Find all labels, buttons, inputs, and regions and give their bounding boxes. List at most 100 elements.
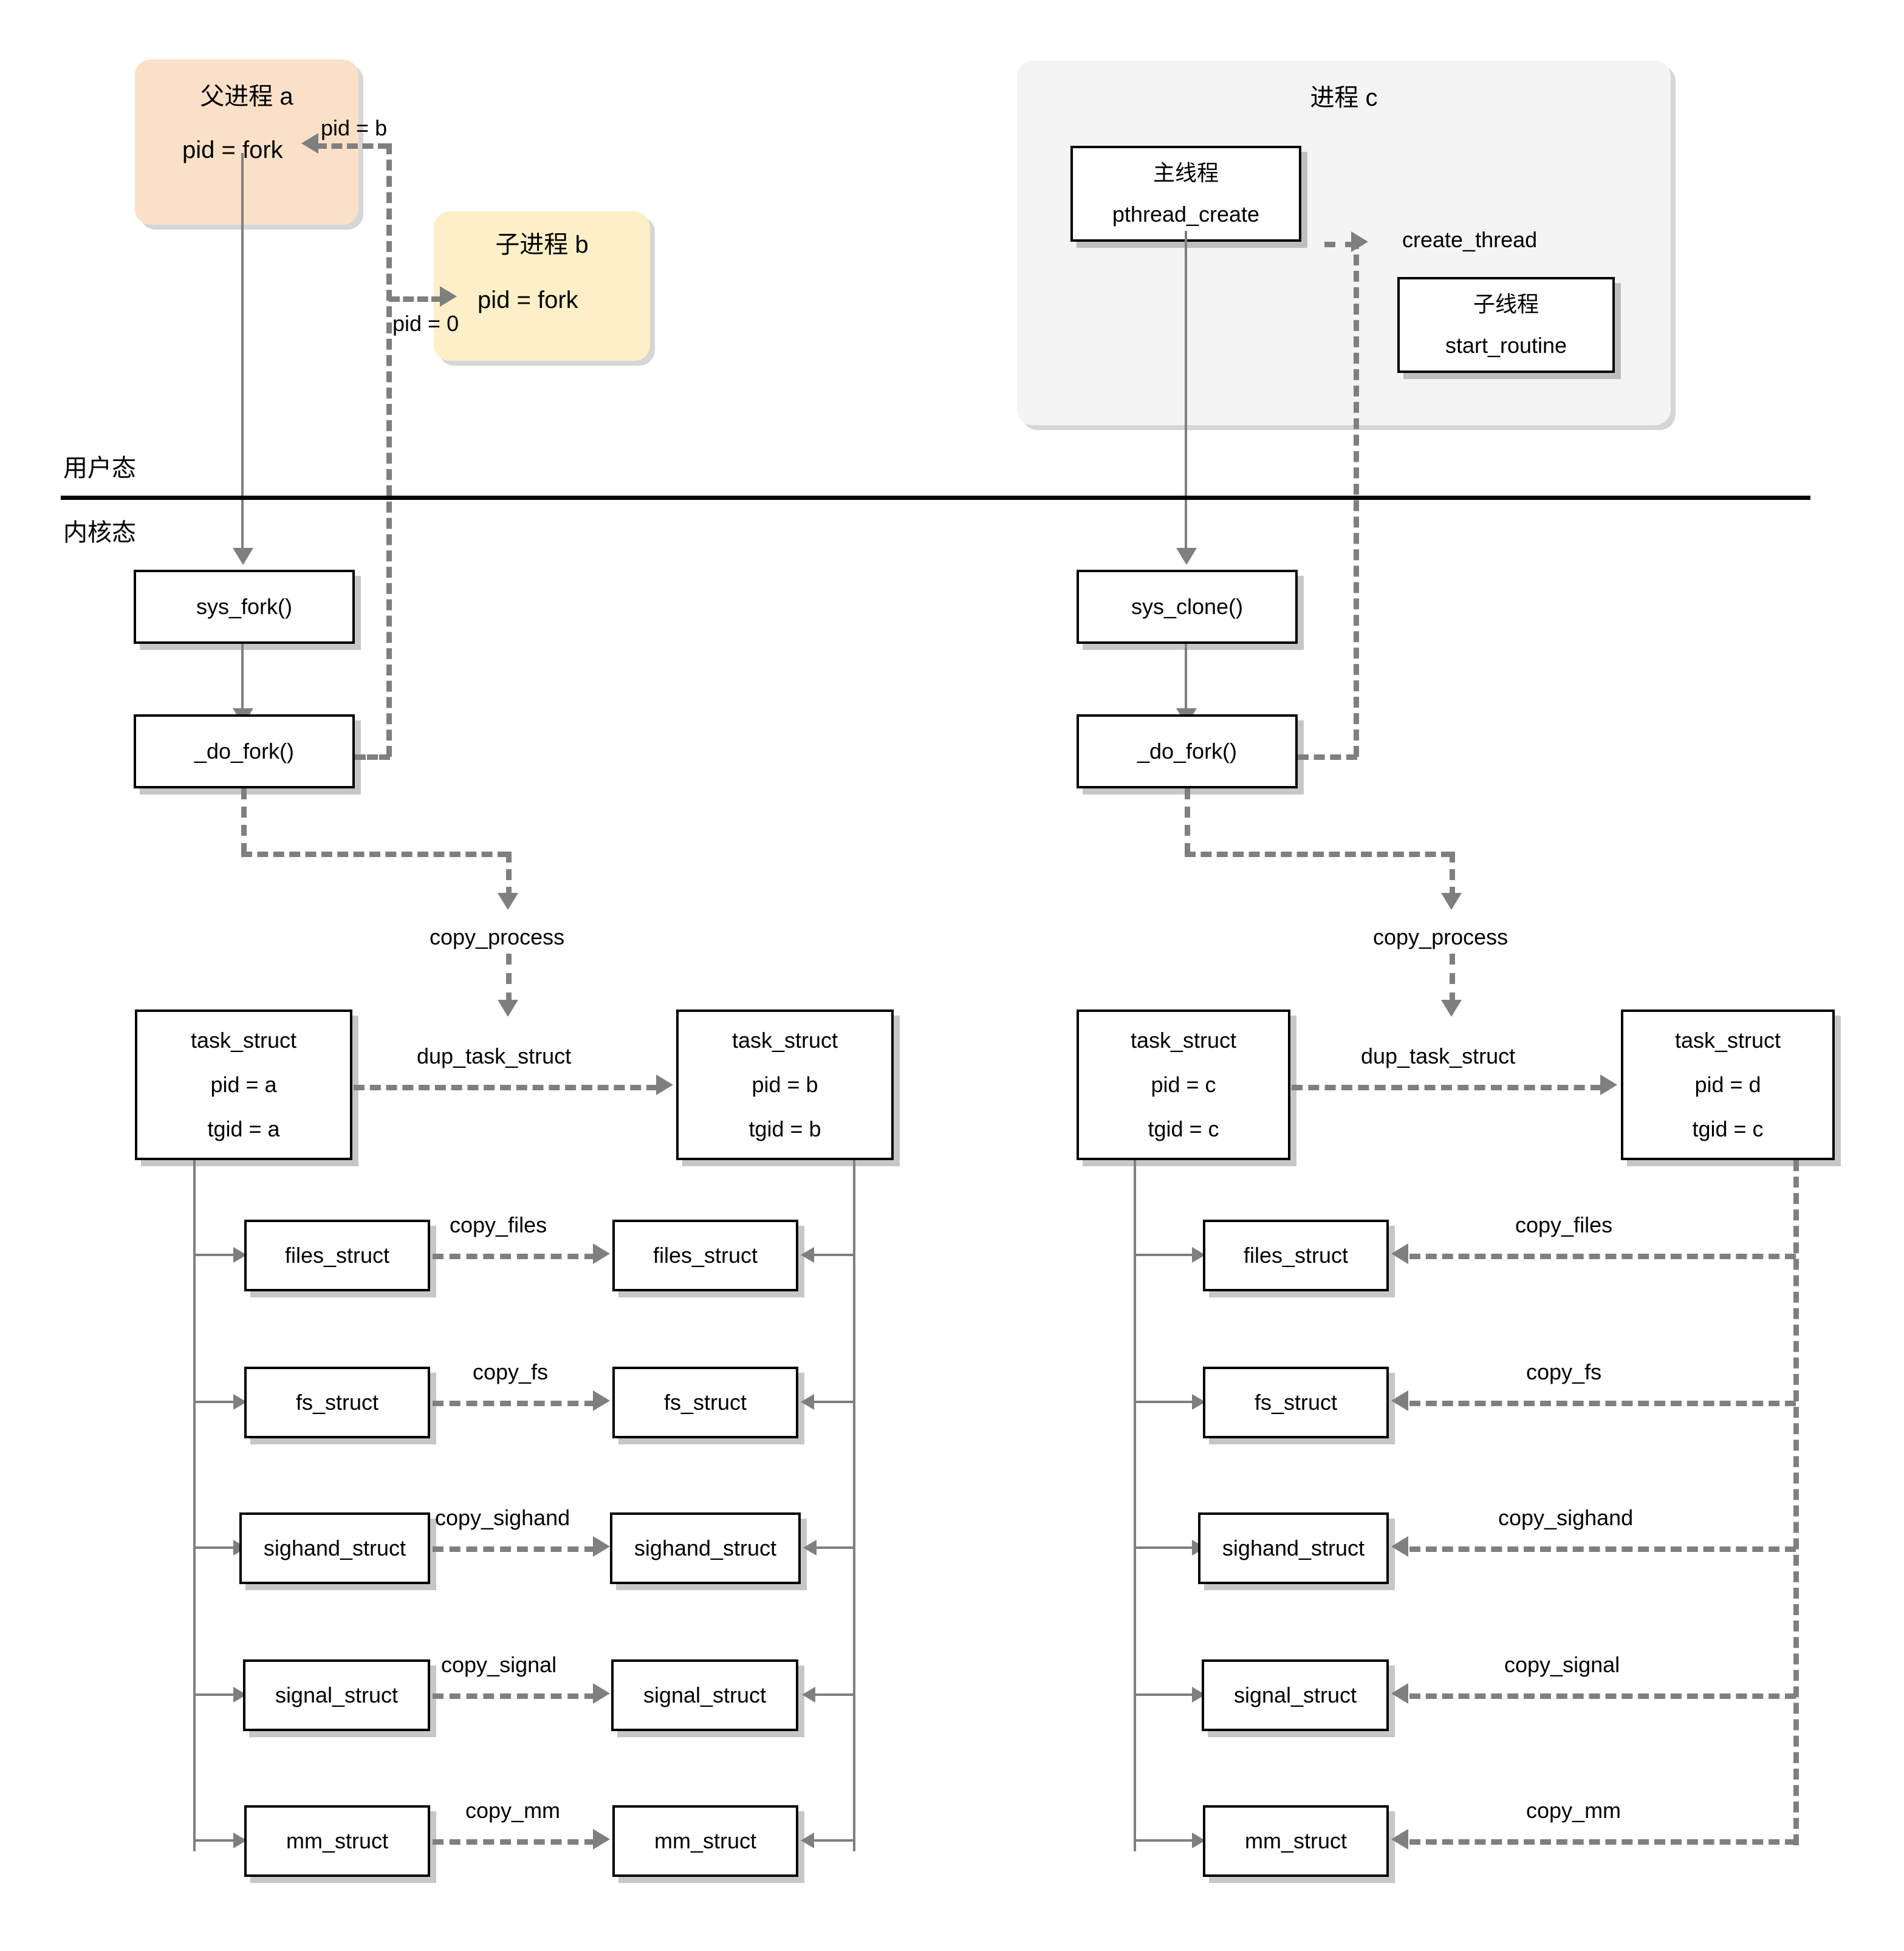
spine-to-struct-arrowhead bbox=[1192, 1394, 1205, 1410]
struct-left-signal_struct: signal_struct bbox=[243, 1659, 430, 1731]
spine-to-struct-line bbox=[193, 1839, 236, 1842]
user-mode-label: 用户态 bbox=[63, 455, 136, 482]
copy-process-arrowhead-right bbox=[1441, 893, 1462, 910]
task-struct-thread-d: task_struct pid = d tgid = c bbox=[1621, 1010, 1835, 1160]
copy-arrowhead-left-fs_struct bbox=[593, 1390, 610, 1411]
struct-left-signal_struct-label: signal_struct bbox=[275, 1682, 399, 1707]
copy-label-left-fs_struct: copy_fs bbox=[473, 1359, 549, 1384]
task-struct-process-c-name: task_struct bbox=[1130, 1027, 1237, 1053]
child-spine-to-struct-line bbox=[817, 1546, 854, 1549]
copy-process-arrowhead-left bbox=[498, 893, 518, 910]
sys-clone-node: sys_clone() bbox=[1077, 570, 1298, 644]
child-spine-to-struct-line bbox=[815, 1693, 854, 1696]
do-fork-return-stub-left bbox=[355, 754, 390, 760]
struct-left-files_struct: files_struct bbox=[244, 1220, 430, 1291]
copy-arrowhead-left-sighand_struct bbox=[593, 1536, 610, 1557]
copy-process-run-left bbox=[241, 852, 509, 857]
copy-process-run-right bbox=[1185, 852, 1452, 857]
child-thread-node: 子线程 start_routine bbox=[1397, 277, 1615, 373]
child-spine-to-struct-arrowhead bbox=[801, 1247, 814, 1263]
parent-process-a-body: pid = fork bbox=[182, 137, 283, 163]
struct-right-col-files_struct-label: files_struct bbox=[1243, 1242, 1349, 1268]
user-kernel-separator bbox=[61, 496, 1810, 500]
copy-label-right-fs_struct: copy_fs bbox=[1526, 1359, 1602, 1384]
copy-process-tail-arrowhead-left bbox=[498, 1000, 518, 1017]
task-d-spine-right bbox=[1793, 1160, 1799, 1845]
struct-right-col-mm_struct-label: mm_struct bbox=[1244, 1828, 1347, 1853]
create-thread-line bbox=[1324, 242, 1356, 247]
spine-to-struct-line bbox=[1134, 1401, 1194, 1403]
copy-process-drop-right bbox=[1185, 788, 1190, 854]
dup-task-struct-line-left bbox=[354, 1085, 657, 1090]
pid-equals-0-label: pid = 0 bbox=[392, 311, 459, 336]
create-thread-arrowhead bbox=[1351, 231, 1368, 252]
task-struct-child-b-tgid: tgid = b bbox=[748, 1116, 821, 1141]
struct-right-fs_struct-label: fs_struct bbox=[663, 1389, 747, 1415]
fork-return-trunk bbox=[386, 143, 392, 757]
copy-arrowhead-right-signal_struct bbox=[1391, 1683, 1408, 1704]
struct-right-col-mm_struct: mm_struct bbox=[1203, 1805, 1389, 1877]
struct-right-sighand_struct-label: sighand_struct bbox=[634, 1535, 777, 1560]
copy-arrowhead-left-signal_struct bbox=[593, 1683, 610, 1704]
do-fork-label-left: _do_fork() bbox=[194, 738, 295, 764]
parent-lifeline-arrowhead bbox=[233, 548, 253, 565]
copy-line-right-mm_struct bbox=[1409, 1839, 1796, 1845]
process-c-title: 进程 c bbox=[1310, 84, 1378, 111]
fork-return-parent-arrowhead bbox=[301, 133, 318, 154]
copy-line-left-signal_struct bbox=[433, 1693, 595, 1699]
copy-arrowhead-right-fs_struct bbox=[1391, 1390, 1408, 1411]
struct-left-mm_struct-label: mm_struct bbox=[286, 1828, 388, 1853]
task-struct-process-c: task_struct pid = c tgid = c bbox=[1077, 1010, 1290, 1160]
kernel-mode-label: 内核态 bbox=[63, 519, 136, 546]
fork-return-parent-line bbox=[316, 143, 389, 149]
copy-line-right-fs_struct bbox=[1409, 1401, 1796, 1406]
struct-right-col-signal_struct: signal_struct bbox=[1202, 1659, 1389, 1731]
copy-line-right-sighand_struct bbox=[1409, 1546, 1796, 1552]
spine-to-struct-arrowhead bbox=[233, 1394, 247, 1410]
child-spine-to-struct-arrowhead bbox=[801, 1833, 814, 1848]
copy-label-right-mm_struct: copy_mm bbox=[1526, 1798, 1621, 1823]
task-struct-parent-a-tgid: tgid = a bbox=[207, 1116, 280, 1141]
child-thread-body: start_routine bbox=[1445, 332, 1567, 358]
create-thread-label: create_thread bbox=[1402, 227, 1538, 252]
struct-left-fs_struct: fs_struct bbox=[244, 1367, 430, 1438]
copy-line-right-files_struct bbox=[1409, 1254, 1796, 1259]
copy-arrowhead-right-mm_struct bbox=[1391, 1829, 1408, 1850]
spine-to-struct-line bbox=[1134, 1254, 1194, 1256]
dup-task-struct-arrowhead-left bbox=[656, 1075, 673, 1095]
copy-label-right-sighand_struct: copy_sighand bbox=[1498, 1505, 1634, 1530]
copy-process-tail-right bbox=[1450, 954, 1455, 1003]
struct-right-signal_struct: signal_struct bbox=[611, 1659, 798, 1731]
spine-to-struct-line bbox=[193, 1401, 236, 1403]
task-struct-process-c-pid: pid = c bbox=[1151, 1071, 1216, 1097]
sys-fork-to-do-fork-line bbox=[241, 644, 244, 712]
copy-label-left-files_struct: copy_files bbox=[450, 1212, 547, 1237]
copy-process-tail-arrowhead-right bbox=[1441, 1000, 1462, 1017]
main-thread-lifeline-arrowhead bbox=[1176, 548, 1197, 565]
task-parent-spine-left bbox=[193, 1160, 196, 1851]
struct-right-col-signal_struct-label: signal_struct bbox=[1233, 1682, 1357, 1707]
dup-task-struct-label-left: dup_task_struct bbox=[417, 1044, 572, 1068]
task-struct-child-b: task_struct pid = b tgid = b bbox=[676, 1010, 894, 1160]
task-struct-parent-a: task_struct pid = a tgid = a bbox=[135, 1010, 352, 1160]
copy-process-descend-right bbox=[1450, 852, 1455, 898]
task-struct-child-b-pid: pid = b bbox=[752, 1071, 818, 1097]
fork-return-child-arrowhead bbox=[440, 286, 457, 307]
spine-to-struct-arrowhead bbox=[1192, 1833, 1205, 1848]
struct-right-mm_struct-label: mm_struct bbox=[654, 1828, 756, 1853]
copy-label-left-signal_struct: copy_signal bbox=[441, 1652, 557, 1677]
task-struct-parent-a-pid: pid = a bbox=[210, 1071, 277, 1097]
struct-right-files_struct-label: files_struct bbox=[652, 1242, 758, 1268]
parent-lifeline bbox=[241, 153, 244, 552]
struct-right-col-sighand_struct: sighand_struct bbox=[1198, 1512, 1389, 1584]
struct-right-col-fs_struct-label: fs_struct bbox=[1254, 1389, 1338, 1415]
struct-left-sighand_struct: sighand_struct bbox=[239, 1512, 430, 1584]
copy-arrowhead-right-files_struct bbox=[1391, 1243, 1408, 1264]
copy-arrowhead-right-sighand_struct bbox=[1391, 1536, 1408, 1557]
copy-process-tail-left bbox=[506, 954, 512, 1003]
copy-line-left-mm_struct bbox=[433, 1839, 595, 1845]
task-struct-process-c-tgid: tgid = c bbox=[1148, 1116, 1219, 1141]
task-struct-child-b-name: task_struct bbox=[731, 1027, 838, 1053]
spine-to-struct-arrowhead bbox=[233, 1833, 247, 1848]
child-spine-to-struct-arrowhead bbox=[802, 1687, 815, 1703]
